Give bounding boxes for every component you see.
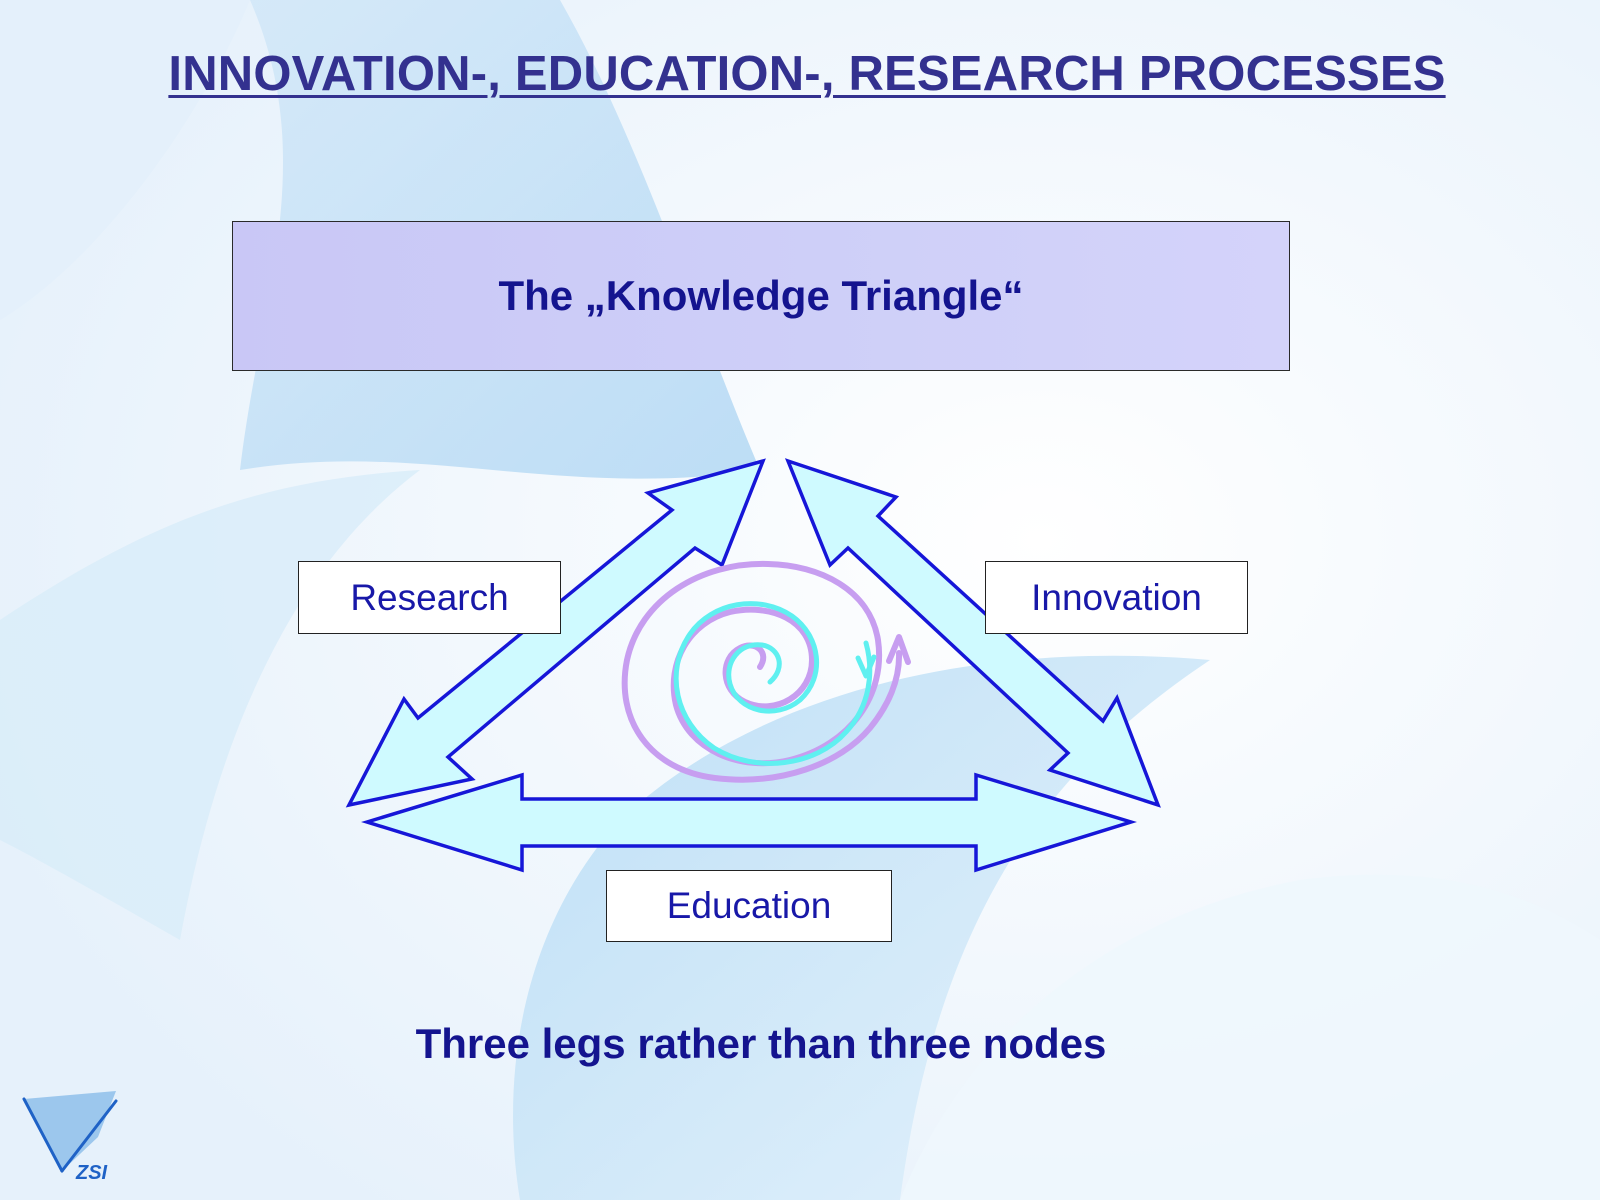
- logo-text: ZSI: [75, 1162, 108, 1184]
- innovation-label: Innovation: [985, 561, 1248, 634]
- spiral-violet-arrowhead: [886, 634, 911, 665]
- header-box-text: The „Knowledge Triangle“: [498, 272, 1024, 319]
- page-title: INNOVATION-, EDUCATION-, RESEARCH PROCES…: [168, 47, 1446, 101]
- knowledge-triangle-header-box: The „Knowledge Triangle“: [232, 221, 1290, 371]
- education-label: Education: [606, 870, 892, 942]
- innovation-double-arrow: [784, 458, 1161, 808]
- slide-caption: Three legs rather than three nodes: [415, 1020, 1107, 1067]
- spiral-cyan: [673, 601, 873, 766]
- spiral-violet: [621, 560, 903, 783]
- research-label: Research: [298, 561, 561, 634]
- zsi-logo-icon: ZSI: [22, 1091, 118, 1184]
- spiral-cyan-arrowhead: [855, 654, 877, 679]
- education-double-arrow: [361, 772, 1137, 873]
